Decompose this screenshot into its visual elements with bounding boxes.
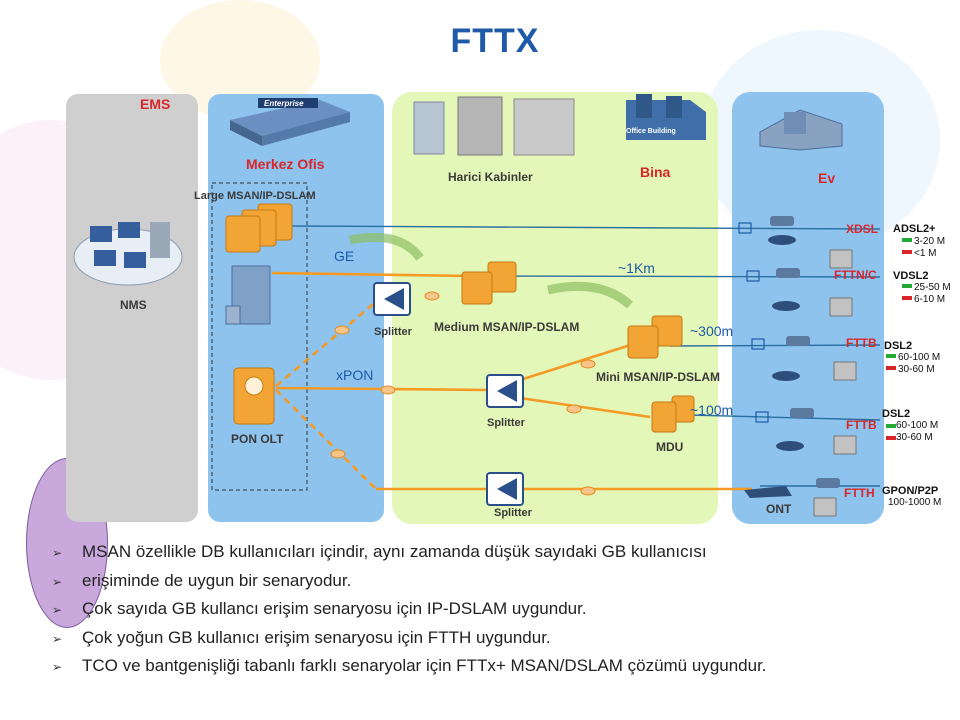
- large-msan-label: Large MSAN/IP-DSLAM: [194, 190, 316, 202]
- home-building-icon: [759, 109, 843, 151]
- splitter-label: Splitter: [494, 507, 532, 519]
- office-building-caption: Office Building: [626, 128, 676, 135]
- fiber-connectors: [330, 291, 596, 496]
- bina-label: Bina: [640, 164, 671, 180]
- mini-msan-label: Mini MSAN/IP-DSLAM: [596, 370, 720, 384]
- customer-premises-icons: [744, 216, 857, 517]
- speed-indicators: [886, 238, 912, 440]
- large-msan-icon: [225, 203, 293, 253]
- service-name: ADSL2+: [893, 223, 936, 235]
- service-upstream: <1 M: [914, 248, 937, 259]
- bullet-item: ➢Çok yoğun GB kullanıcı erişim senaryosu…: [52, 624, 767, 653]
- service-downstream: 100-1000 M: [888, 497, 942, 508]
- enterprise-caption: Enterprise: [264, 99, 304, 108]
- service-name: VDSL2: [893, 270, 929, 282]
- arrowhead-icon: ➢: [52, 603, 63, 617]
- service-downstream: 60-100 M: [898, 352, 941, 363]
- service-upstream: 6-10 M: [914, 294, 946, 305]
- pon-olt-icon-port: [244, 376, 264, 396]
- home-zone: [732, 92, 884, 524]
- ev-label: Ev: [818, 170, 836, 186]
- cabinet-icons: [413, 96, 575, 156]
- arrowhead-icon: ➢: [52, 574, 63, 589]
- arrowhead-icon: ➢: [52, 660, 63, 674]
- pon-olt-icon: [233, 367, 275, 425]
- service-downstream: 3-20 M: [914, 236, 946, 247]
- mini-msan-icon: [627, 315, 683, 359]
- ems-label: EMS: [140, 96, 171, 112]
- flow-arrow: [546, 281, 634, 309]
- splitter-label: Splitter: [487, 417, 525, 429]
- merkez-ofis-label: Merkez Ofis: [246, 156, 325, 172]
- access-fttn-label: FTTN/C: [834, 268, 877, 282]
- access-fttb-label: FTTB: [846, 418, 877, 432]
- medium-msan-icon: [461, 261, 517, 305]
- service-name: DSL2: [884, 340, 913, 352]
- fiber-lines: [271, 271, 752, 491]
- bullet-item: ➢Çok sayıda GB kullancı erişim senaryosu…: [52, 595, 767, 624]
- pon-olt-label: PON OLT: [231, 432, 284, 446]
- mdu-icon: [651, 395, 695, 433]
- bullet-item: ➢MSAN özellikle DB kullanıcıları içindir…: [52, 538, 767, 567]
- large-msan-enclosure: [211, 182, 308, 491]
- nms-icon: [73, 222, 183, 286]
- ont-label: ONT: [766, 502, 792, 516]
- bullet-item: ➢TCO ve bantgenişliği tabanlı farklı sen…: [52, 652, 767, 681]
- ems-zone: [66, 94, 198, 522]
- distance-1km-label: ~1Km: [618, 260, 655, 276]
- bullet-list: ➢MSAN özellikle DB kullanıcıları içindir…: [52, 538, 767, 681]
- drop-boxes: [738, 222, 769, 423]
- flow-arrow: [349, 232, 424, 261]
- splitter-icons: [373, 282, 524, 506]
- service-name: DSL2: [882, 408, 911, 420]
- service-downstream: 25-50 M: [914, 282, 951, 293]
- access-xdsl-label: XDSL: [846, 222, 879, 236]
- splitter-label: Splitter: [374, 326, 412, 338]
- medium-msan-label: Medium MSAN/IP-DSLAM: [434, 320, 580, 334]
- harici-kabinler-label: Harici Kabinler: [448, 170, 533, 184]
- xpon-link-label: xPON: [336, 367, 374, 383]
- distance-300m-label: ~300m: [690, 323, 734, 339]
- distance-100m-label: ~100m: [690, 402, 734, 418]
- arrowhead-icon: ➢: [52, 631, 63, 646]
- nms-label: NMS: [120, 298, 147, 312]
- cabinet-building-zone: [392, 92, 718, 524]
- bullet-item: ➢erişiminde de uygun bir senaryodur.: [52, 567, 767, 596]
- service-name: GPON/P2P: [882, 485, 939, 497]
- arrowhead-icon: ➢: [52, 546, 63, 560]
- service-upstream: 30-60 M: [896, 432, 933, 443]
- page-title: FTTX: [450, 22, 540, 60]
- service-upstream: 30-60 M: [898, 364, 935, 375]
- ge-link-label: GE: [334, 248, 355, 264]
- enterprise-building-icon: [230, 98, 350, 146]
- access-fttb-label: FTTB: [846, 336, 877, 350]
- mdu-label: MDU: [656, 440, 684, 454]
- access-ftth-label: FTTH: [844, 486, 875, 500]
- office-tower-icon: [225, 265, 271, 325]
- office-building-icon: [626, 94, 706, 140]
- service-downstream: 60-100 M: [896, 420, 939, 431]
